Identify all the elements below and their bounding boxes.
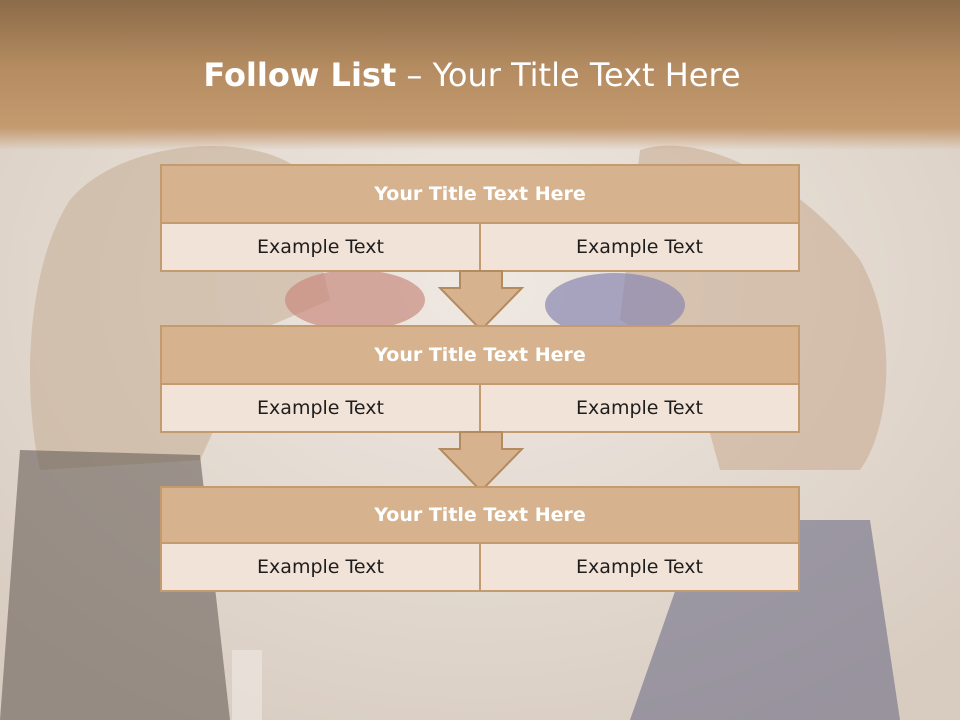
title-bold-part: Follow List (203, 56, 397, 94)
block-title: Your Title Text Here (162, 327, 798, 385)
down-arrow-icon (438, 270, 524, 332)
list-block-2: Your Title Text Here Example Text Exampl… (160, 325, 800, 433)
title-rest-part: – Your Title Text Here (396, 56, 741, 94)
block-cell-left: Example Text (162, 224, 479, 270)
list-block-3: Your Title Text Here Example Text Exampl… (160, 486, 800, 592)
block-row: Example Text Example Text (162, 544, 798, 590)
block-cell-right: Example Text (479, 385, 798, 431)
list-block-1: Your Title Text Here Example Text Exampl… (160, 164, 800, 272)
title-bar (0, 0, 960, 150)
block-cell-right: Example Text (479, 224, 798, 270)
block-cell-left: Example Text (162, 544, 479, 590)
block-title: Your Title Text Here (162, 488, 798, 544)
block-cell-left: Example Text (162, 385, 479, 431)
block-cell-right: Example Text (479, 544, 798, 590)
slide-title: Follow List – Your Title Text Here (0, 56, 944, 94)
block-row: Example Text Example Text (162, 385, 798, 431)
down-arrow-icon (438, 431, 524, 493)
block-title: Your Title Text Here (162, 166, 798, 224)
block-row: Example Text Example Text (162, 224, 798, 270)
